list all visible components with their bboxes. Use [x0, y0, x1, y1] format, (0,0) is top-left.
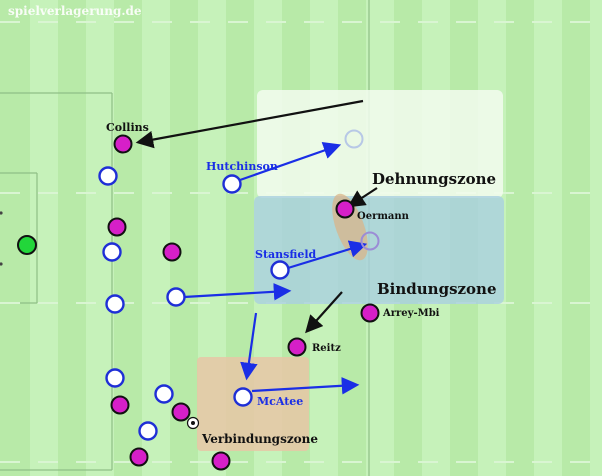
ghost-position-stansfield — [360, 231, 380, 251]
ghost-position-hutchinson — [344, 129, 364, 149]
arrow-mcatee-run — [251, 376, 360, 395]
ball-icon — [186, 416, 200, 430]
run-arrows — [183, 142, 368, 395]
player-blue-6 — [166, 287, 186, 307]
player-magenta-7 — [110, 395, 130, 415]
label-arrey-mbi: Arrey-Mbi — [382, 308, 440, 319]
arrow-stansfield-run — [287, 240, 368, 270]
arrow-pass-right — [183, 282, 292, 301]
player-magenta-8 — [171, 402, 191, 422]
arrow-drop — [240, 312, 258, 381]
verbindungszone-area — [197, 357, 309, 451]
player-reitz — [287, 337, 307, 357]
player-blue-10 — [138, 421, 158, 441]
label-bindungszone: Bindungszone — [377, 280, 497, 298]
goal-posts — [0, 211, 3, 266]
player-collins — [113, 134, 133, 154]
arrow-to-collins — [135, 99, 364, 149]
bindungszone-area — [254, 196, 504, 304]
arrow-to-oermann-ghost — [347, 187, 378, 208]
player-magenta-10 — [211, 451, 231, 471]
player-blue-8 — [154, 384, 174, 404]
player-hutchinson — [222, 174, 242, 194]
watermark: spielverlagerung.de — [8, 4, 142, 18]
label-oermann: Oermann — [357, 211, 410, 222]
arrow-to-reitz — [305, 291, 343, 334]
player-blue-5 — [105, 294, 125, 314]
label-reitz: Reitz — [312, 343, 341, 354]
player-blue-3 — [102, 242, 122, 262]
label-stansfield: Stansfield — [255, 248, 317, 261]
magenta-team — [107, 134, 380, 471]
label-collins: Collins — [106, 121, 149, 134]
player-stansfield — [270, 260, 290, 280]
player-mcatee — [233, 387, 253, 407]
white-zone — [257, 90, 503, 198]
player-arrey-mbi — [360, 303, 380, 323]
arrow-hutchinson-run — [239, 142, 342, 182]
player-magenta-3 — [162, 242, 182, 262]
label-mcatee: McAtee — [257, 395, 303, 408]
player-magenta-9 — [129, 447, 149, 467]
player-blue-7 — [105, 368, 125, 388]
label-verbindungszone: Verbindungszone — [201, 432, 318, 446]
player-oermann — [335, 199, 355, 219]
player-magenta-2 — [107, 217, 127, 237]
pressing-arrows — [135, 99, 378, 334]
label-hutchinson: Hutchinson — [206, 160, 278, 173]
blue-team — [98, 166, 290, 441]
player-blue-1 — [98, 166, 118, 186]
label-dehnungszone: Dehnungszone — [372, 170, 496, 188]
goalkeeper-marker — [17, 235, 37, 255]
